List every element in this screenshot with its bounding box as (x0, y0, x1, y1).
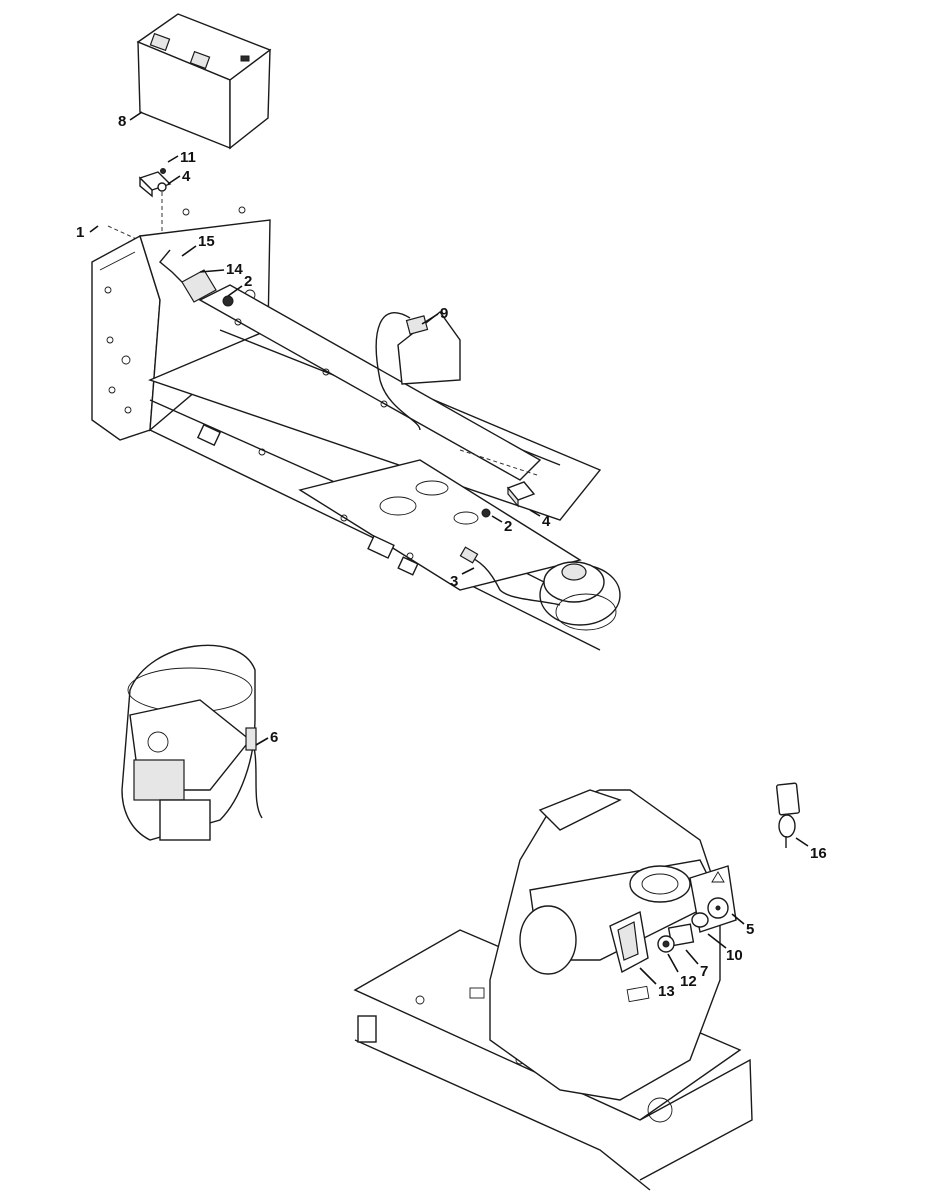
callout-10: 10 (726, 947, 743, 964)
callout-3: 3 (450, 573, 458, 590)
callout-14: 14 (226, 261, 243, 278)
callout-1: 1 (76, 224, 84, 241)
callout-2: 2 (504, 518, 512, 535)
dash-console-illustration (353, 789, 753, 1191)
callout-labels: 8 11 4 1 15 14 2 9 4 2 3 6 16 5 10 7 12 … (76, 113, 827, 1000)
callout-16: 16 (810, 845, 827, 862)
engine-illustration (121, 644, 263, 841)
callout-12: 12 (680, 973, 697, 990)
callout-5: 5 (746, 921, 754, 938)
battery-illustration (136, 13, 272, 150)
callout-2: 2 (244, 273, 252, 290)
callout-4: 4 (542, 513, 551, 530)
callout-15: 15 (198, 233, 215, 250)
callout-9: 9 (440, 305, 448, 322)
callout-8: 8 (118, 113, 126, 130)
ignition-key-illustration (775, 782, 801, 848)
callout-leader-lines (89, 111, 809, 985)
frame-illustration (91, 206, 621, 651)
callout-4: 4 (182, 168, 191, 185)
callout-13: 13 (658, 983, 675, 1000)
callout-11: 11 (180, 149, 196, 166)
callout-6: 6 (270, 729, 278, 746)
callout-7: 7 (700, 963, 708, 980)
